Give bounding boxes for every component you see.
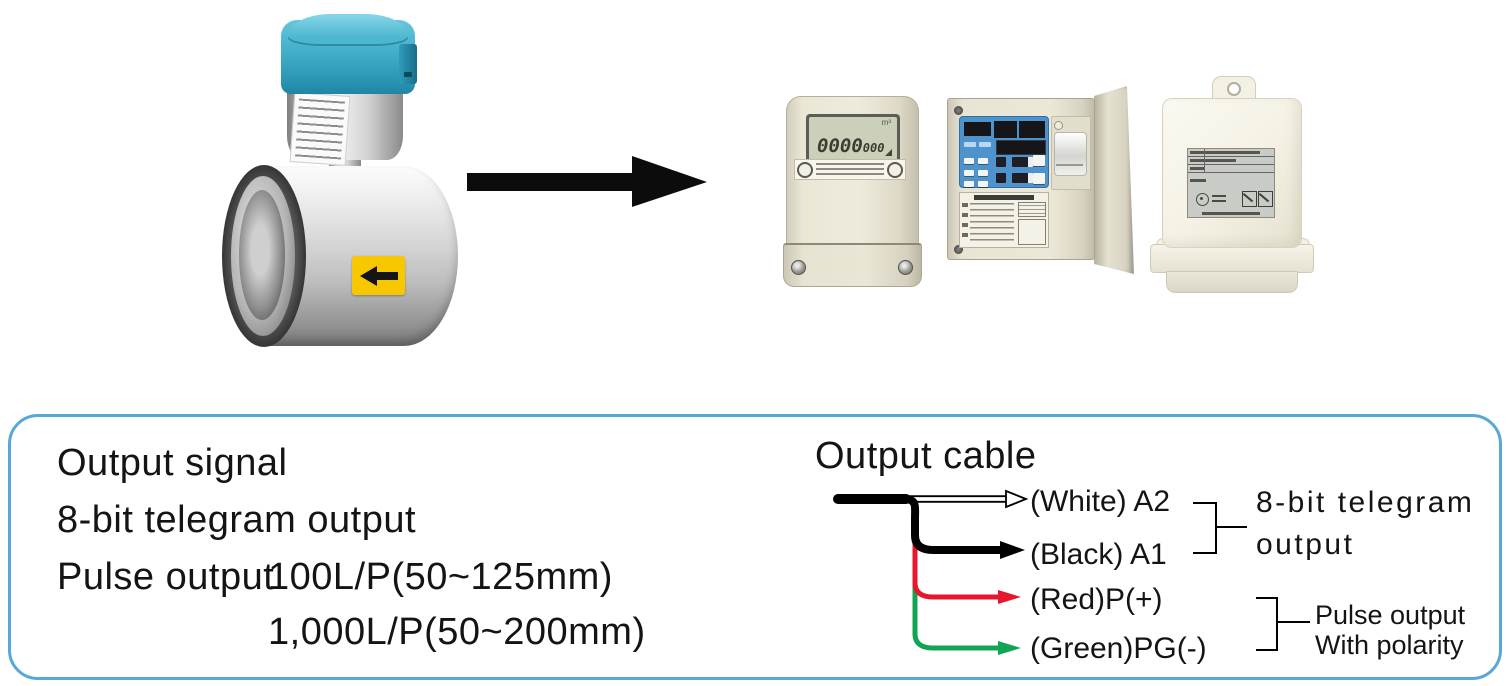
white-wire-arrow-icon bbox=[1005, 489, 1029, 509]
instruction-side-box bbox=[1018, 202, 1046, 217]
spec-label-cell bbox=[1190, 159, 1236, 162]
telegram-bracket bbox=[1193, 502, 1217, 554]
flowmeter-tube-bore bbox=[239, 190, 285, 320]
controller-button bbox=[1012, 157, 1033, 167]
spec-label-footer-text bbox=[1202, 212, 1260, 215]
output-signal-title: Output signal bbox=[57, 442, 288, 484]
flowmeter-cap-lid bbox=[288, 14, 408, 44]
lcd-display-frame: m³ 0000000 bbox=[806, 114, 900, 163]
controller-button bbox=[1012, 173, 1033, 183]
white-wire bbox=[906, 495, 1006, 503]
pulse-group-label: Pulse output With polarity bbox=[1315, 600, 1465, 660]
pulse-output-value-2: 1,000L/P(50~200mm) bbox=[268, 611, 646, 653]
spec-label-cell bbox=[1190, 167, 1204, 170]
pulse-output-value-1: 100L/P(50~125mm) bbox=[268, 556, 613, 598]
lcd-meter-label-strip bbox=[794, 159, 906, 180]
controller-display-window bbox=[964, 122, 991, 136]
lcd-corner-arrow-icon bbox=[885, 149, 892, 156]
screw-icon bbox=[791, 260, 806, 275]
green-wire bbox=[912, 578, 1000, 651]
controller-display-window bbox=[994, 121, 1017, 138]
spec-label-column-line bbox=[1204, 149, 1205, 173]
wall-unit-lower-lip bbox=[1166, 271, 1298, 293]
flow-direction-sticker bbox=[352, 256, 405, 295]
spec-label-id-row bbox=[1190, 179, 1206, 182]
pulse-group-line2: With polarity bbox=[1315, 630, 1464, 660]
red-wire-arrow-icon bbox=[998, 590, 1021, 604]
controller-button bbox=[996, 157, 1006, 167]
wall-unit-base-flange bbox=[1150, 244, 1314, 273]
pulse-bracket bbox=[1256, 597, 1278, 651]
instruction-text-lines bbox=[970, 203, 1014, 243]
controller-button bbox=[979, 142, 991, 147]
pulse-group-line1: Pulse output bbox=[1315, 600, 1466, 630]
screw-icon bbox=[898, 260, 913, 275]
printer-paper-slot bbox=[1056, 164, 1083, 166]
flowmeter-cap-latch bbox=[399, 44, 417, 84]
lcd-unit-label: m³ bbox=[881, 118, 891, 127]
controller-button bbox=[964, 170, 974, 176]
controller-button bbox=[1033, 155, 1045, 166]
group-brackets bbox=[1193, 502, 1310, 651]
cable-wires-diagram bbox=[833, 489, 1029, 655]
flowmeter-latch-slot bbox=[404, 72, 412, 77]
controller-blue-panel bbox=[959, 116, 1049, 188]
certification-mark-text bbox=[1212, 195, 1226, 203]
spec-label-row bbox=[1188, 157, 1274, 165]
instruction-icons bbox=[962, 203, 968, 243]
wire-label-black: (Black) A1 bbox=[1030, 538, 1167, 571]
mount-hole bbox=[1227, 82, 1241, 96]
telegram-group-line1: 8-bit telegram bbox=[1256, 486, 1475, 519]
lcd-display: m³ 0000000 bbox=[809, 117, 897, 160]
wire-label-white: (White) A2 bbox=[1030, 485, 1171, 518]
lcd-value: 0000000 bbox=[817, 137, 884, 156]
cabinet-open-door bbox=[1094, 86, 1134, 274]
controller-button bbox=[964, 181, 974, 187]
meter-label-text-lines bbox=[816, 163, 884, 176]
red-wire bbox=[912, 535, 1000, 600]
pulse-output-label: Pulse output bbox=[57, 556, 275, 598]
wire-label-green: (Green)PG(-) bbox=[1030, 632, 1207, 665]
controller-button bbox=[978, 170, 988, 176]
spec-label-cell bbox=[1190, 151, 1260, 154]
printer-indicator bbox=[1054, 121, 1063, 130]
telegram-group-line2: output bbox=[1256, 528, 1355, 561]
controller-button bbox=[964, 158, 974, 164]
screw-icon bbox=[954, 106, 963, 115]
wall-unit-spec-label bbox=[1187, 148, 1275, 218]
spec-label-row bbox=[1188, 149, 1274, 157]
cabinet-instruction-label bbox=[959, 192, 1049, 248]
screw-icon bbox=[954, 245, 963, 254]
certification-mark-icon bbox=[1258, 191, 1273, 207]
controller-button bbox=[978, 181, 988, 187]
spec-label-row bbox=[1188, 165, 1274, 173]
meter-round-button-right bbox=[887, 161, 903, 178]
printer-paper-roll bbox=[1054, 132, 1087, 176]
controller-button bbox=[1033, 173, 1045, 184]
meter-round-button-left bbox=[797, 161, 813, 178]
flowmeter-nameplate bbox=[289, 92, 351, 166]
black-wire-arrow-icon bbox=[1000, 541, 1025, 559]
certification-mark-icon bbox=[1242, 191, 1257, 207]
instruction-label-header bbox=[974, 195, 1034, 200]
right-arrow-icon bbox=[467, 156, 707, 207]
controller-button bbox=[996, 173, 1006, 183]
certification-mark-icon bbox=[1196, 193, 1209, 206]
green-wire-arrow-icon bbox=[998, 641, 1021, 655]
controller-button bbox=[978, 158, 988, 164]
lcd-value-sub: 000 bbox=[862, 141, 885, 155]
controller-display-window bbox=[996, 140, 1046, 155]
instruction-side-box bbox=[1018, 219, 1046, 245]
spec-box bbox=[8, 414, 1502, 680]
controller-display-window bbox=[1019, 121, 1045, 138]
telegram-output-line: 8-bit telegram output bbox=[57, 499, 417, 541]
nameplate-text-lines bbox=[295, 98, 345, 160]
telegram-group-label: 8-bit telegram output bbox=[1256, 482, 1474, 566]
left-arrow-icon bbox=[359, 265, 398, 286]
wire-label-red: (Red)P(+) bbox=[1030, 583, 1163, 616]
lcd-value-main: 0000 bbox=[817, 135, 863, 157]
output-cable-title: Output cable bbox=[815, 435, 1037, 477]
controller-button bbox=[964, 142, 976, 147]
black-wire bbox=[905, 495, 1002, 554]
